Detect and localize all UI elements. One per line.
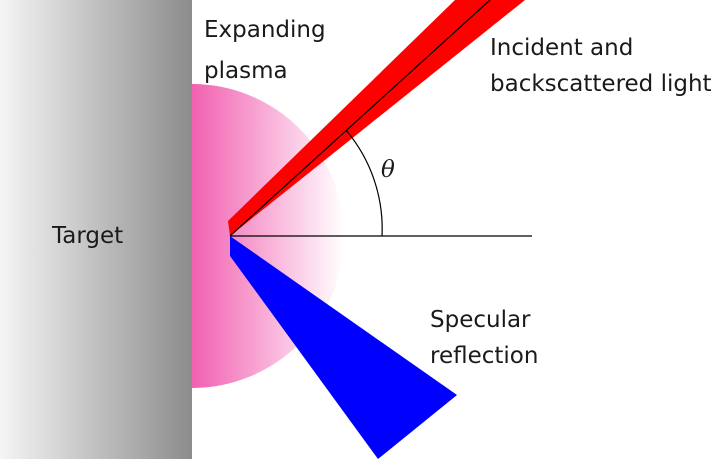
incident-label-line2: backscattered light [490, 68, 712, 101]
incident-label-line1: Incident and [490, 32, 633, 65]
specular-label-line2: reflection [430, 340, 538, 373]
specular-label-line1: Specular [430, 304, 531, 337]
angle-arc [347, 131, 383, 236]
plasma-label-line2: plasma [204, 55, 288, 88]
plasma-label-line1: Expanding [204, 14, 326, 47]
target-label: Target [52, 220, 123, 253]
angle-theta-label: θ [381, 157, 395, 183]
